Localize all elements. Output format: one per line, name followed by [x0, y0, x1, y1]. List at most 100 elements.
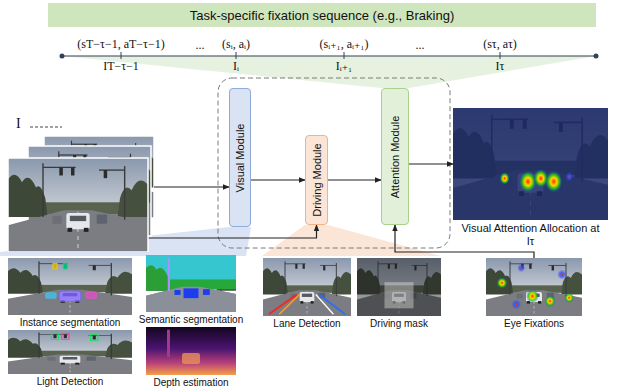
sequence-label: Iᵢ: [233, 59, 239, 74]
illustration-part: [385, 283, 413, 308]
arrow-connector: [409, 163, 453, 164]
thumbnail-image: [263, 258, 351, 316]
illustration-part: [184, 288, 199, 298]
frame-axis: [30, 127, 62, 128]
thumbnail-image: [8, 330, 132, 374]
node-text: Light Detection: [37, 376, 104, 388]
illustration-part: [526, 289, 539, 302]
sequence-label: Iᵢ₊₁: [336, 59, 352, 74]
sequence-label: ...: [416, 38, 425, 53]
image-panel: Depth estimation: [146, 327, 236, 389]
illustration-part: [63, 263, 68, 270]
node-text: Semantic segmentation: [139, 314, 244, 326]
module-box: Attention Module: [381, 88, 409, 225]
illustration-part: [182, 353, 200, 364]
illustration-part: [167, 330, 170, 357]
sequence-label: IT−τ−1: [103, 59, 139, 74]
illustration-part: [263, 258, 351, 316]
illustration-part: [8, 258, 132, 315]
timeline-tick: [500, 52, 501, 59]
arrow-connector: [251, 179, 305, 180]
node-text: Visual Module: [234, 123, 246, 192]
sequence-label: (sT−τ−1, aT−τ−1): [77, 37, 164, 52]
illustration-part: [62, 333, 69, 339]
thumbnail-image: [486, 258, 582, 316]
thumbnail-image: [357, 258, 441, 316]
image-panel: Eye Fixations: [486, 258, 582, 330]
frame-stack: [8, 118, 154, 252]
illustration-part: [357, 258, 441, 316]
node-text: Driving mask: [370, 318, 428, 330]
illustration-part: [496, 277, 507, 289]
illustration-part: [517, 264, 525, 272]
illustration-part: [52, 263, 57, 270]
illustration-part: [146, 265, 172, 291]
illustration-part: [557, 270, 567, 280]
illustration-part: [486, 258, 582, 316]
illustration-part: [545, 170, 563, 192]
timeline-end: [60, 54, 65, 59]
illustration-part: [8, 158, 148, 252]
image-panel: Driving mask: [357, 258, 441, 330]
node-text: Visual Attention Allocation at Iτ: [461, 222, 601, 248]
illustration-part: [279, 294, 300, 314]
thumbnail-image: [453, 108, 608, 220]
sequence-label: (sᵢ, aᵢ): [222, 37, 250, 52]
model-outline: [218, 78, 450, 248]
timeline-tick: [236, 52, 237, 59]
sequence-label: Iτ: [496, 59, 505, 74]
input-frames: I: [8, 118, 154, 252]
node-text: Attention Module: [389, 115, 401, 198]
illustration-part: [91, 334, 98, 340]
illustration-part: [453, 108, 608, 220]
driving-wedge: [262, 225, 441, 256]
sequence-label: ...: [196, 38, 205, 53]
node-text: Task-specific fixation sequence (e.g., B…: [190, 8, 454, 23]
illustration-part: [319, 294, 345, 314]
illustration-part: [512, 299, 522, 309]
illustration-part: [8, 330, 132, 374]
task-band: Task-specific fixation sequence (e.g., B…: [48, 3, 596, 27]
image-panel: Light Detection: [8, 330, 132, 388]
illustration-part: [45, 292, 56, 299]
arrow-connector: [328, 179, 381, 180]
illustration-part: [146, 255, 236, 312]
node-text: I: [16, 116, 21, 132]
node-text: Depth estimation: [153, 377, 228, 389]
illustration-part: [316, 294, 334, 314]
node-text: Driving Module: [311, 143, 323, 216]
thumbnail-image: [8, 258, 132, 315]
illustration-part: [8, 158, 148, 252]
timeline-axis: [62, 55, 596, 56]
illustration-part: [500, 172, 510, 185]
arrow-connector: [154, 186, 229, 187]
fixation-wedge: [62, 56, 596, 88]
node-text: Lane Detection: [273, 318, 340, 330]
illustration-part: [146, 287, 236, 312]
illustration-part: [59, 291, 82, 302]
thumbnail-image: [146, 255, 236, 312]
node-text: Instance segmentation: [20, 317, 121, 329]
illustration-part: [453, 108, 608, 220]
sequence-label: (sᵢ₊₁, aᵢ₊₁): [320, 37, 369, 52]
illustration-part: [86, 291, 97, 298]
illustration-part: [203, 289, 210, 295]
module-box: Visual Module: [229, 88, 251, 227]
illustration-part: [565, 172, 573, 182]
module-box: Driving Module: [305, 135, 328, 225]
illustration-part: [564, 293, 574, 303]
illustration-part: [51, 333, 58, 339]
timeline-tick: [121, 52, 122, 59]
sequence-label: (sτ, aτ): [483, 37, 517, 52]
timeline-tick: [344, 52, 345, 59]
illustration-part: [544, 295, 555, 307]
illustration-part: [168, 258, 170, 291]
image-panel: Instance segmentation: [8, 258, 132, 329]
illustration-part: [357, 258, 441, 316]
illustration-part: [175, 290, 181, 295]
illustration-part: [146, 327, 236, 375]
node-text: Eye Fixations: [504, 318, 564, 330]
timeline-end: [594, 54, 599, 59]
thumbnail-image: [146, 327, 236, 375]
